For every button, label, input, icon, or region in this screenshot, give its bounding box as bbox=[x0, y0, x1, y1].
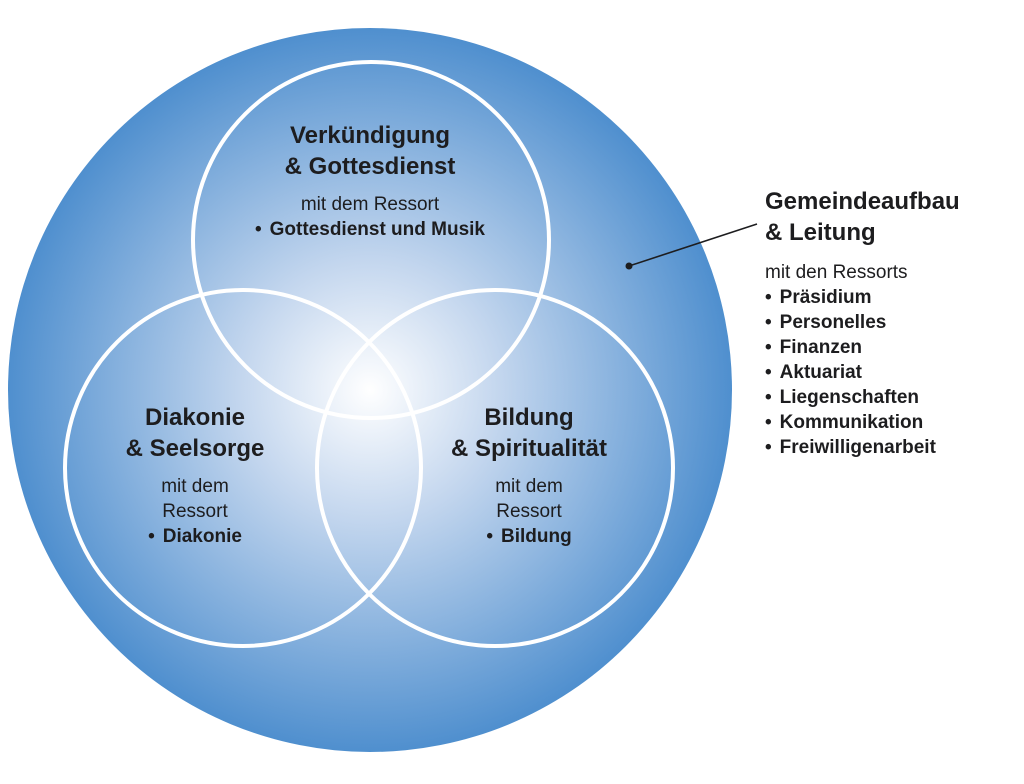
bullet-icon: • bbox=[765, 437, 772, 458]
ressort-item: • Personelles bbox=[765, 310, 1015, 335]
bullet-icon: • bbox=[486, 526, 493, 547]
outer-circle bbox=[8, 28, 732, 752]
subtitle-line: Ressort bbox=[162, 501, 228, 522]
ressort-label: Diakonie bbox=[162, 526, 242, 547]
ressort-label: Liegenschaften bbox=[779, 387, 920, 408]
title-line: & Spiritualität bbox=[450, 435, 607, 462]
subtitle-bildung: mit dem Ressort bbox=[420, 474, 638, 524]
bullet-icon: • bbox=[765, 312, 772, 333]
ressort-label: Kommunikation bbox=[779, 412, 924, 433]
ressort-item: • Freiwilligenarbeit bbox=[765, 435, 1015, 460]
title-bildung: Bildung & Spiritualität bbox=[420, 402, 638, 464]
bullet-icon: • bbox=[765, 337, 772, 358]
leader-dot bbox=[625, 262, 633, 270]
block-verkuendigung: Verkündigung & Gottesdienst mit dem Ress… bbox=[205, 120, 535, 242]
ressort-item: • Bildung bbox=[420, 524, 638, 549]
ressort-label: Freiwilligenarbeit bbox=[779, 437, 936, 458]
title-verkuendigung: Verkündigung & Gottesdienst bbox=[205, 120, 535, 182]
ressort-item: • Aktuariat bbox=[765, 360, 1015, 385]
subtitle-gemeindeaufbau: mit den Ressorts bbox=[765, 262, 908, 283]
bullet-icon: • bbox=[148, 526, 155, 547]
title-diakonie: Diakonie & Seelsorge bbox=[75, 402, 315, 464]
subtitle-line: Ressort bbox=[496, 501, 562, 522]
bullet-icon: • bbox=[765, 387, 772, 408]
ressort-item: • Kommunikation bbox=[765, 410, 1015, 435]
title-gemeindeaufbau: Gemeindeaufbau & Leitung bbox=[765, 186, 1015, 248]
circle-bildung bbox=[315, 288, 675, 648]
ressort-label: Bildung bbox=[500, 526, 572, 547]
title-line: & Leitung bbox=[765, 219, 876, 246]
ressort-item: • Liegenschaften bbox=[765, 385, 1015, 410]
ressort-item: • Gottesdienst und Musik bbox=[205, 217, 535, 242]
ressort-label: Gottesdienst und Musik bbox=[269, 219, 485, 240]
title-line: Diakonie bbox=[144, 404, 246, 431]
ressort-item: • Präsidium bbox=[765, 285, 1015, 310]
title-line: & Gottesdienst bbox=[284, 153, 456, 180]
bullet-icon: • bbox=[765, 287, 772, 308]
circle-verkuendigung bbox=[191, 60, 551, 420]
ressort-label: Aktuariat bbox=[779, 362, 863, 383]
title-line: Verkündigung bbox=[289, 122, 450, 149]
block-diakonie: Diakonie & Seelsorge mit dem Ressort • Di… bbox=[75, 402, 315, 549]
ressort-label: Personelles bbox=[779, 312, 887, 333]
bullet-icon: • bbox=[254, 219, 262, 240]
bullet-icon: • bbox=[765, 362, 772, 383]
title-line: & Seelsorge bbox=[125, 435, 265, 462]
subtitle-verkuendigung: mit dem Ressort bbox=[205, 192, 535, 217]
subtitle-line: mit dem bbox=[161, 476, 229, 497]
bullet-icon: • bbox=[765, 412, 772, 433]
ressort-list: • Präsidium • Personelles • Finanzen • Aktua… bbox=[765, 285, 1015, 460]
subtitle-diakonie: mit dem Ressort bbox=[75, 474, 315, 524]
circle-diakonie bbox=[63, 288, 423, 648]
title-line: Bildung bbox=[484, 404, 574, 431]
subtitle-line: mit dem Ressort bbox=[300, 194, 440, 215]
subtitle-line: mit dem bbox=[495, 476, 563, 497]
leader-line bbox=[628, 223, 758, 267]
ressort-label: Finanzen bbox=[779, 337, 862, 358]
block-bildung: Bildung & Spiritualität mit dem Ressort … bbox=[420, 402, 638, 549]
ressort-item: • Diakonie bbox=[75, 524, 315, 549]
block-gemeindeaufbau: Gemeindeaufbau & Leitung mit den Ressort… bbox=[765, 186, 1015, 460]
title-line: Gemeindeaufbau bbox=[765, 188, 960, 215]
ressort-item: • Finanzen bbox=[765, 335, 1015, 360]
ressort-label: Präsidium bbox=[779, 287, 872, 308]
